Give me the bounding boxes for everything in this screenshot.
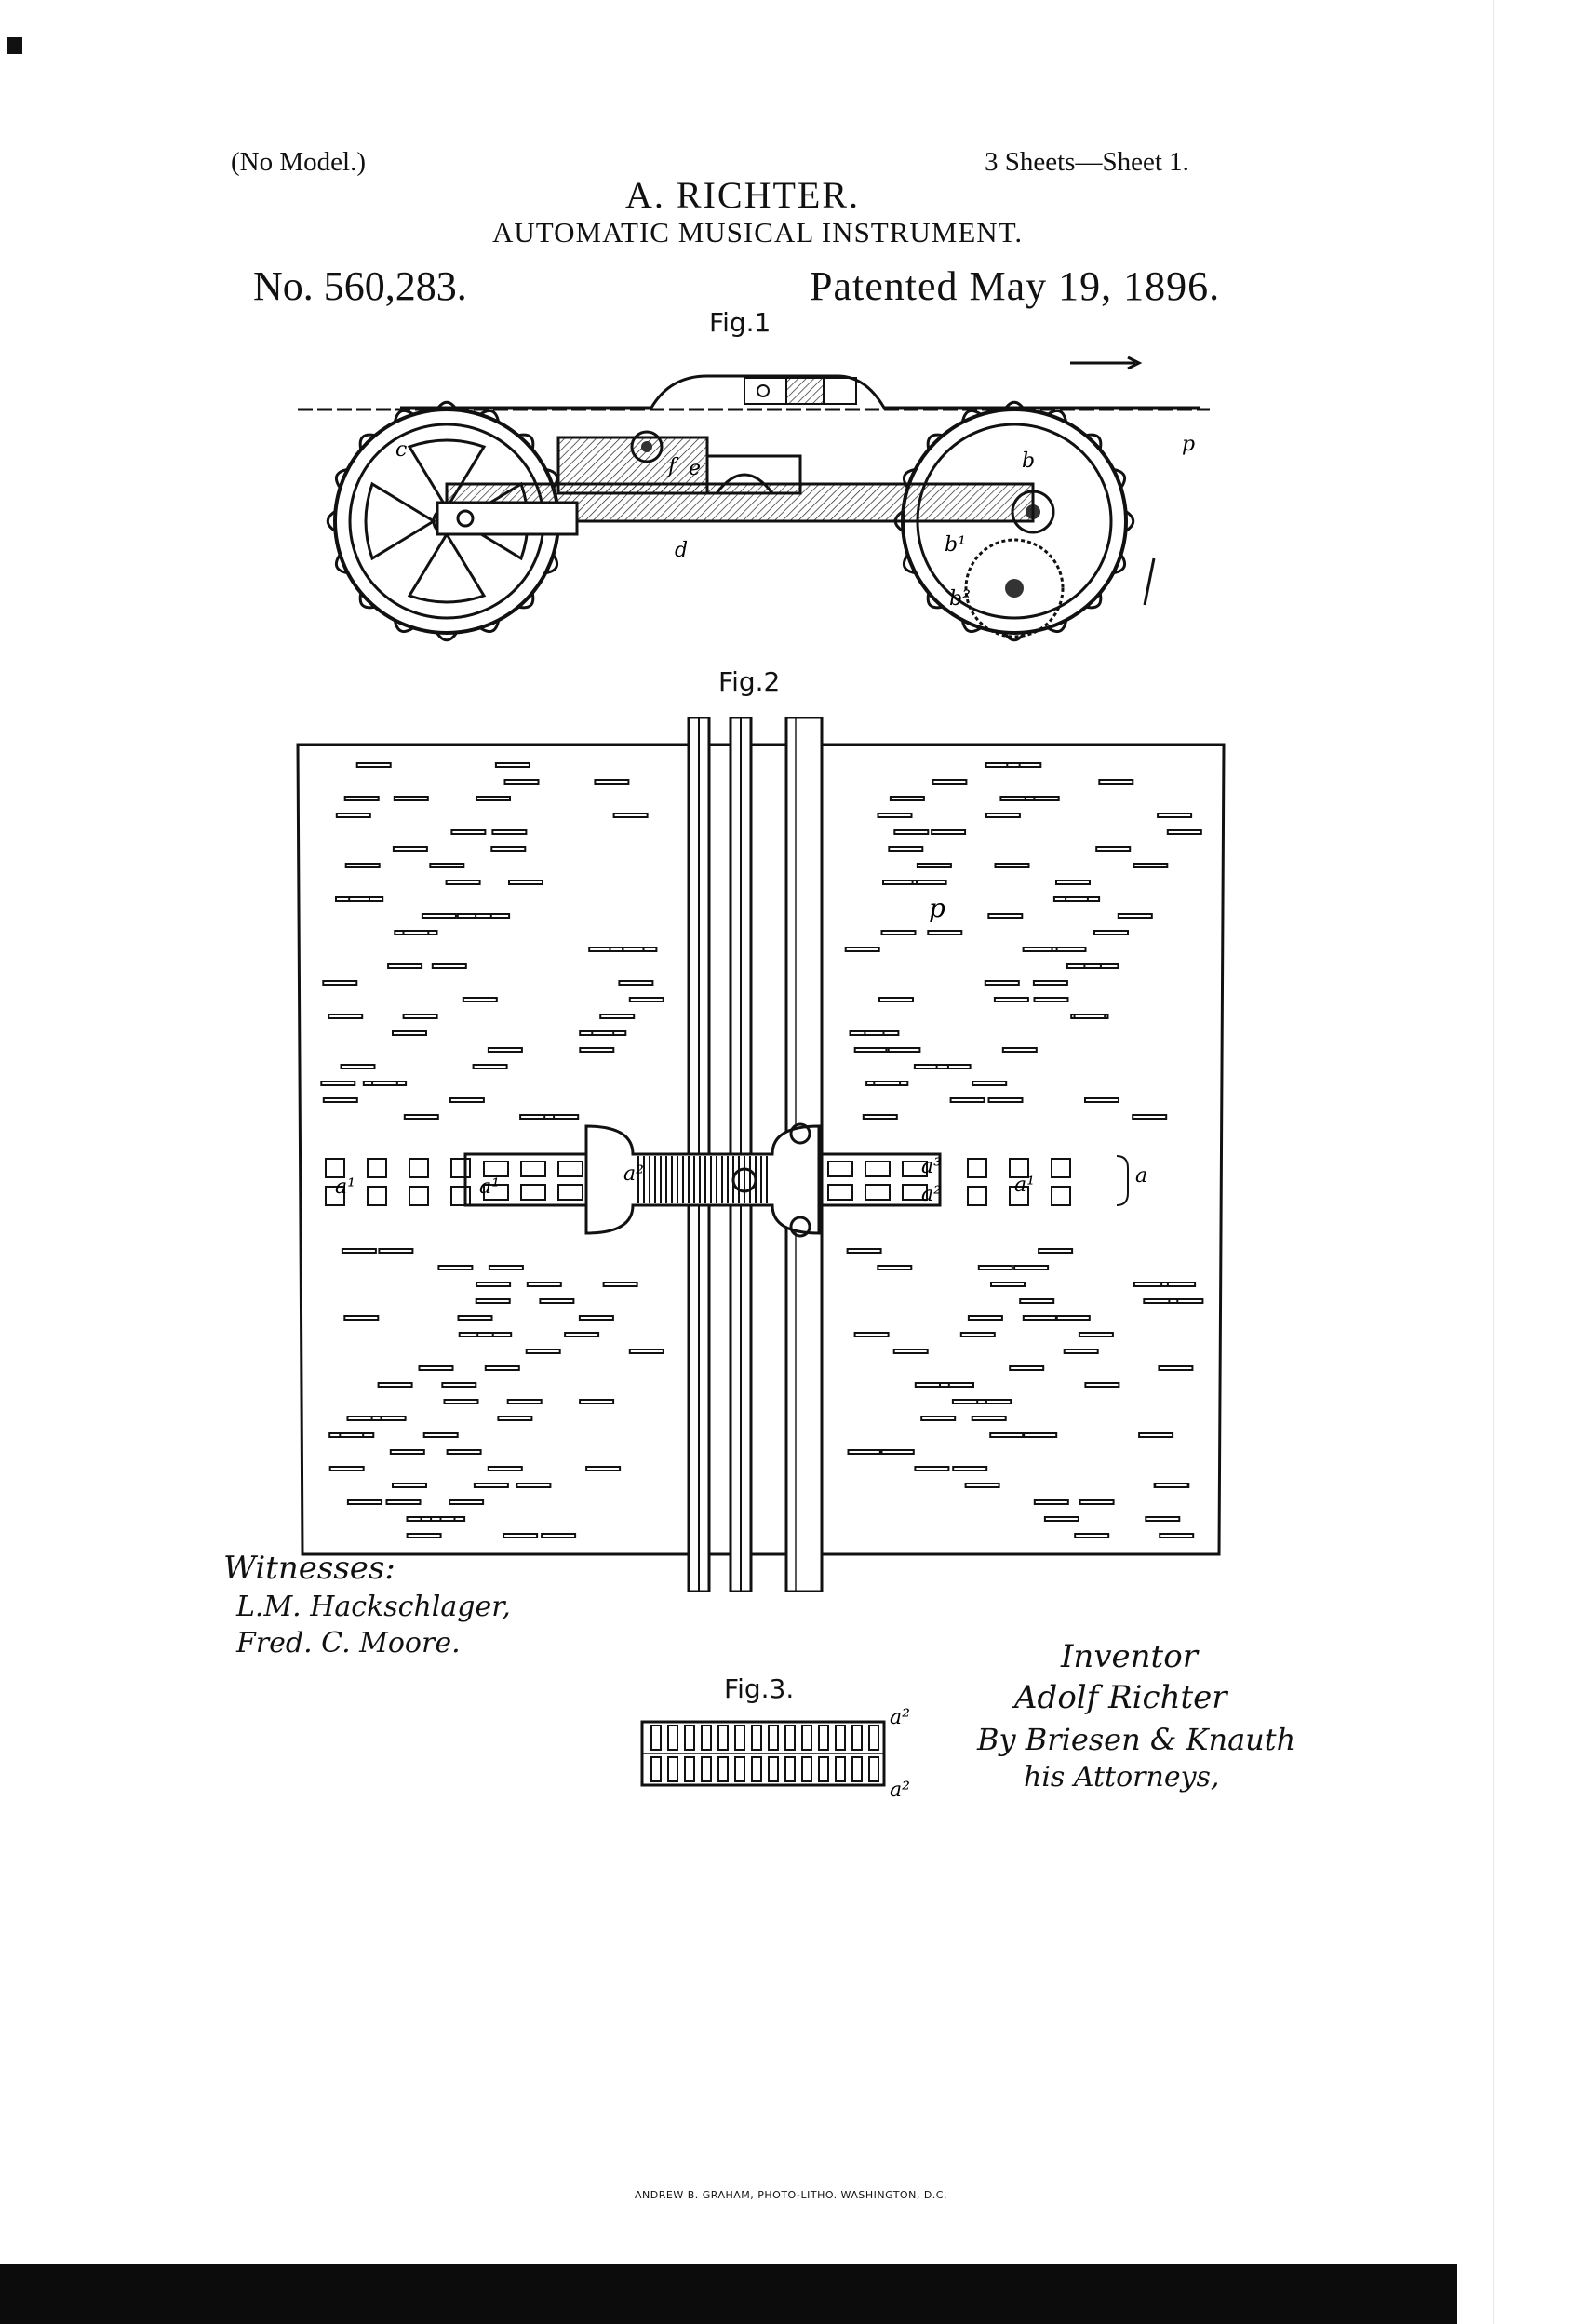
- fig3-ref-a2-top: a²: [890, 1706, 910, 1729]
- witness-signature-1: L.M. Hackschlager,: [236, 1591, 511, 1623]
- inventor-heading: Inventor: [1061, 1638, 1198, 1675]
- attorney-subtitle: his Attorneys,: [1024, 1761, 1220, 1793]
- fig1-ref-c: c: [396, 438, 407, 462]
- fig1-ref-b: b: [1022, 450, 1035, 473]
- fig3-ref-a2-bottom: a²: [890, 1779, 910, 1802]
- patent-number: No. 560,283.: [253, 263, 467, 309]
- patent-title: AUTOMATIC MUSICAL INSTRUMENT.: [492, 216, 1024, 249]
- clamp-plate: [463, 1122, 942, 1238]
- fig2-label: Fig.2: [718, 666, 781, 697]
- fig3-label: Fig.3.: [724, 1673, 795, 1704]
- witnesses-heading: Witnesses:: [223, 1550, 396, 1587]
- fig2-ref-a: a: [1135, 1164, 1147, 1188]
- fig2-ref-p: p: [929, 893, 945, 923]
- sheet-edge: [1493, 0, 1494, 2324]
- fig3-drawing: a² a²: [640, 1706, 910, 1802]
- fig2-ref-a2-right: a²: [921, 1183, 942, 1206]
- no-model-note: (No Model.): [231, 147, 366, 177]
- inventor-signature: Adolf Richter: [1014, 1679, 1227, 1716]
- fig1-ref-b1: b¹: [945, 533, 966, 557]
- fig1-ref-b2: b²: [949, 587, 971, 611]
- scan-border-bar: [0, 2264, 1457, 2324]
- fig1-label: Fig.1: [709, 307, 771, 338]
- fig2-ref-a1-mid: a¹: [479, 1175, 500, 1199]
- fig2-ref-a2-left: a²: [623, 1162, 644, 1186]
- witness-signature-2: Fred. C. Moore.: [236, 1627, 461, 1659]
- sheet-count: 3 Sheets—Sheet 1.: [985, 147, 1189, 177]
- fig1-ref-e: e: [689, 457, 701, 480]
- witnesses-block: Witnesses: L.M. Hackschlager, Fred. C. M…: [223, 1550, 596, 1659]
- paper-sheet: [296, 743, 1226, 1556]
- fig2-ref-a3: a³: [921, 1155, 942, 1178]
- attorney-signature: By Briesen & Knauth: [977, 1722, 1296, 1757]
- perforation-holes: [320, 762, 1204, 1538]
- fig2-ref-a1-left: a¹: [335, 1175, 355, 1199]
- fig1-ref-d: d: [675, 539, 688, 562]
- fig1-drawing: c f e d b b¹ b² p: [298, 356, 1210, 642]
- inventor-name: A. RICHTER.: [625, 174, 860, 216]
- patent-date: Patented May 19, 1896.: [810, 263, 1221, 309]
- fig2-ref-a1-right: a¹: [1014, 1174, 1035, 1197]
- fig1-ref-p: p: [1182, 433, 1195, 456]
- corner-registration-mark: [7, 37, 22, 54]
- inventor-block: Inventor Adolf Richter By Briesen & Knau…: [977, 1638, 1331, 1793]
- fig2-drawing: p a a¹ a¹ a² a³ a² a¹: [296, 717, 1226, 1592]
- printer-imprint: ANDREW B. GRAHAM, PHOTO-LITHO. WASHINGTO…: [635, 2189, 947, 2201]
